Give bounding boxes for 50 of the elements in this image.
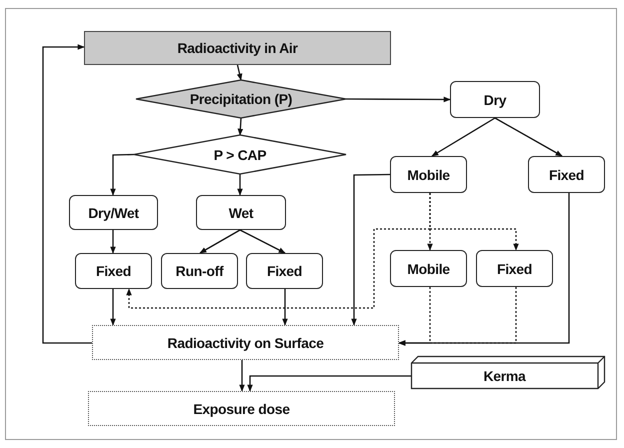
decision-diamond <box>136 80 346 118</box>
process-box <box>528 156 605 193</box>
arrow <box>240 229 286 254</box>
arrow <box>199 229 240 254</box>
node-label: Dry/Wet <box>88 204 139 220</box>
process-box <box>92 325 399 360</box>
process-box <box>69 195 158 230</box>
arrow <box>282 289 288 326</box>
node-label: P > CAP <box>214 146 266 162</box>
process-box <box>246 253 323 289</box>
node-label: Radioactivity on Surface <box>167 334 324 350</box>
arrow <box>494 117 563 157</box>
arrow <box>126 193 431 309</box>
decision-diamond <box>134 135 346 174</box>
node-label: Run-off <box>176 263 224 279</box>
node-label: Dry <box>484 92 506 108</box>
node-label: Mobile <box>407 260 450 276</box>
process-box <box>390 156 467 193</box>
node-label: Fixed <box>96 263 132 279</box>
arrow <box>236 64 242 81</box>
process-box <box>75 253 152 289</box>
arrow <box>110 154 134 196</box>
arrow <box>351 174 390 326</box>
arrow <box>238 118 244 136</box>
arrow <box>346 96 451 102</box>
arrow <box>431 117 496 157</box>
node-label: Mobile <box>407 166 450 182</box>
bar-box <box>411 356 605 389</box>
node-label: Wet <box>228 204 254 220</box>
node-label: Fixed <box>496 260 532 276</box>
process-box <box>88 391 395 426</box>
arrow <box>110 230 116 254</box>
node-label: Exposure dose <box>193 400 290 416</box>
process-box <box>84 31 391 65</box>
node-label: Kerma <box>483 368 526 384</box>
arrow <box>237 174 243 196</box>
process-box <box>450 81 540 118</box>
arrow <box>247 375 411 392</box>
process-box <box>390 250 467 287</box>
process-box <box>476 250 553 287</box>
arrow <box>398 193 570 346</box>
arrow <box>110 289 116 326</box>
arrow <box>239 360 245 392</box>
process-box <box>161 253 238 289</box>
node-label: Fixed <box>548 166 584 182</box>
process-box <box>196 195 286 230</box>
node-label: Precipitation (P) <box>190 91 292 107</box>
node-label: Fixed <box>266 263 302 279</box>
node-label: Radioactivity in Air <box>177 40 298 56</box>
arrow <box>42 44 92 344</box>
